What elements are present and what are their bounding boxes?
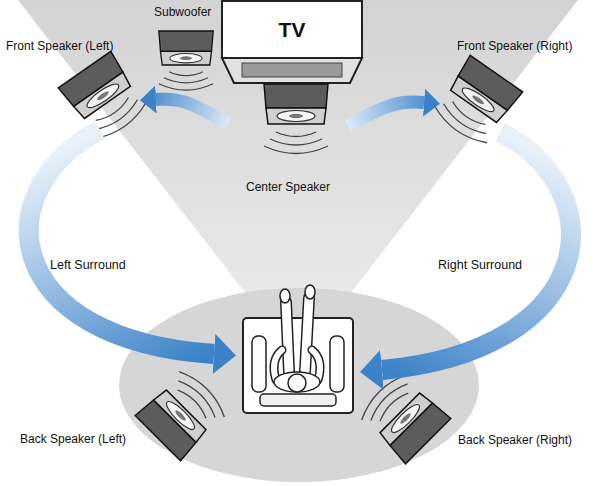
surround-arrow: [29, 130, 214, 354]
surround-label: Left Surround: [50, 258, 126, 272]
subwoofer-icon: [159, 31, 213, 90]
chair-armrest: [252, 336, 266, 392]
speaker-node: Back Speaker (Right): [376, 378, 590, 472]
listener-chair: [243, 318, 353, 413]
subwoofer-node: Subwoofer: [148, 2, 226, 94]
listening-area: [119, 288, 479, 482]
chair-frame: [243, 318, 353, 413]
tv-vent: [242, 63, 342, 77]
speaker-icon: [264, 84, 328, 154]
foot: [305, 285, 315, 299]
chair-backrest: [260, 394, 336, 406]
surround-label: Right Surround: [438, 258, 522, 272]
speaker-node: Back Speaker (Left): [16, 378, 216, 472]
speaker-icon: [356, 369, 450, 463]
leg: [286, 302, 289, 372]
tv-screen: [222, 1, 362, 58]
leg-outline: [286, 302, 289, 372]
speaker-node: Front Speaker (Left): [4, 36, 140, 128]
speaker-icon: [135, 366, 229, 460]
speaker-label: Front Speaker (Left): [6, 39, 113, 53]
foot: [280, 289, 290, 303]
speaker-label: Back Speaker (Right): [458, 433, 572, 447]
speaker-label: Center Speaker: [228, 180, 348, 194]
sound-direction-arrow: [156, 99, 228, 124]
surround-arrow: [382, 132, 571, 370]
speaker-label: Front Speaker (Right): [457, 39, 572, 53]
tv-base: [222, 58, 362, 83]
chair-armrest: [330, 336, 344, 392]
speaker-icon: [58, 51, 150, 145]
leg-outline: [305, 298, 309, 372]
speaker-label: Back Speaker (Left): [20, 432, 126, 446]
tv-box: TV: [222, 0, 362, 84]
shoulders: [274, 372, 320, 392]
leg: [305, 298, 309, 372]
tv-label: TV: [222, 18, 362, 42]
head: [288, 374, 306, 392]
tv-set: [222, 1, 362, 83]
listener-figure: [274, 285, 320, 392]
sound-direction-arrow: [348, 102, 424, 126]
speaker-label: Subwoofer: [154, 5, 211, 19]
speaker-node: Center Speaker: [228, 82, 348, 198]
speaker-node: Front Speaker (Right): [440, 36, 588, 136]
